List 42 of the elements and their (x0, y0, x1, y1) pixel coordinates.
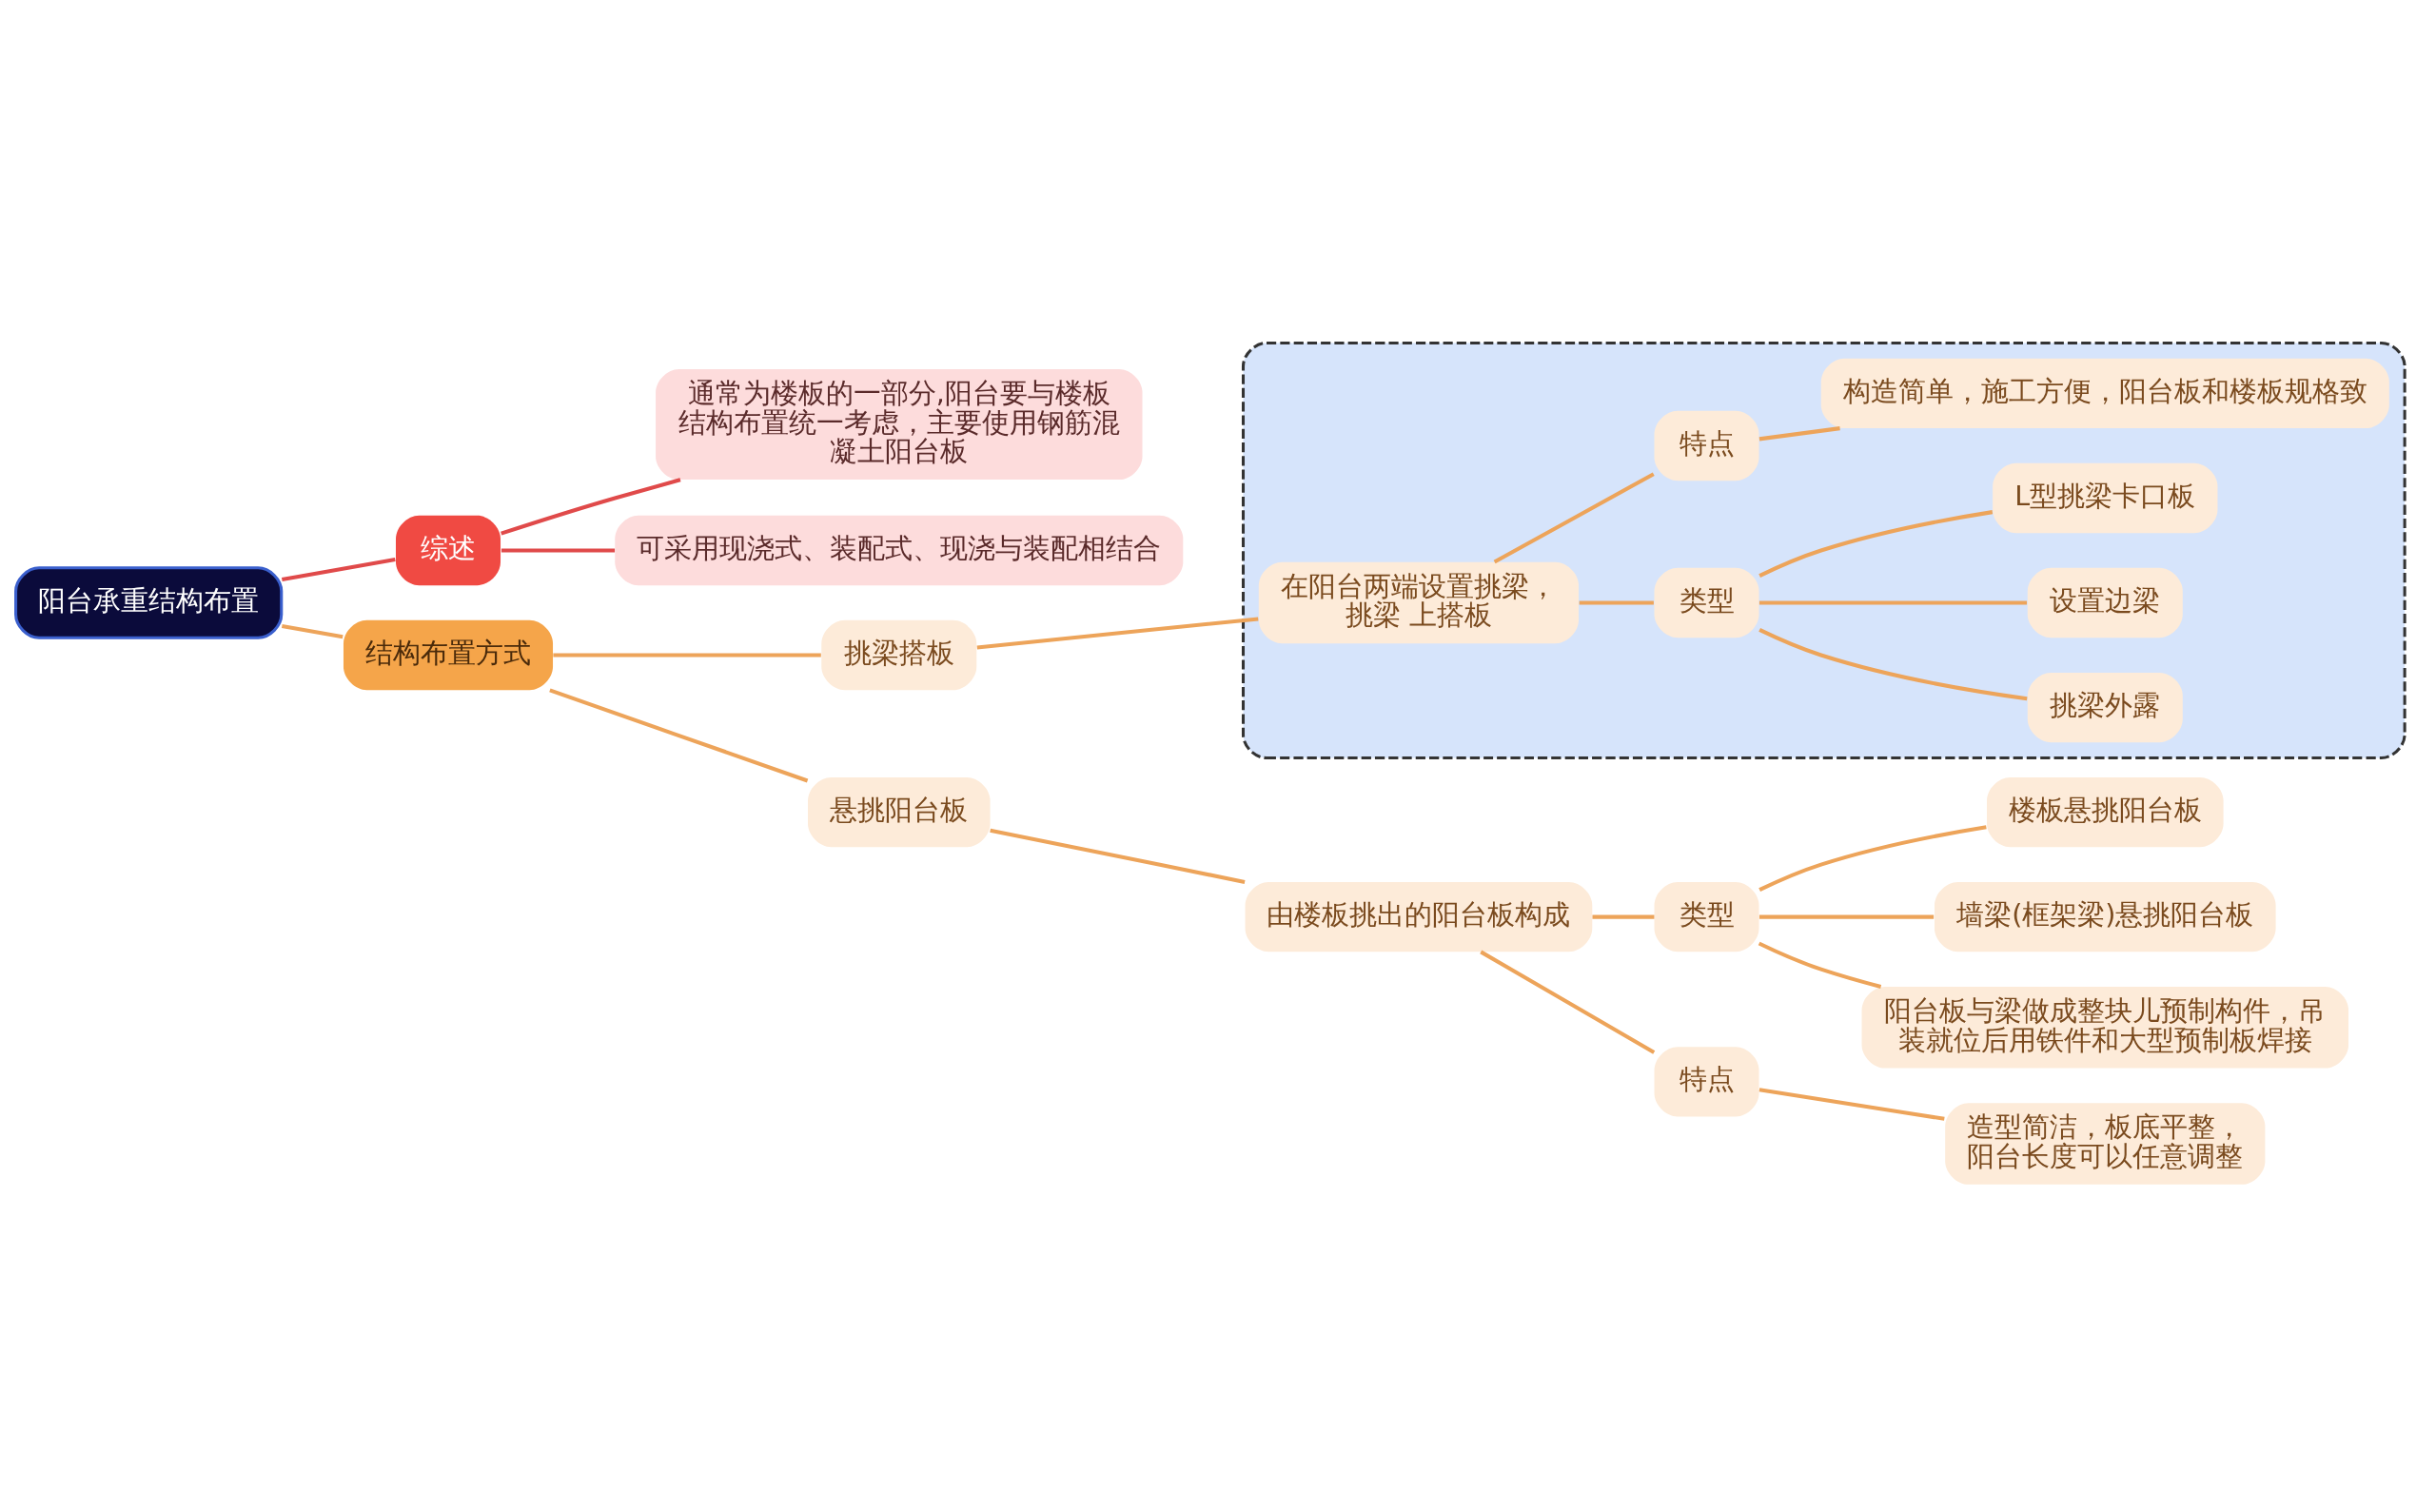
connector (1758, 600, 2028, 605)
node-box: 悬挑阳台板 (808, 776, 991, 848)
connector (501, 548, 616, 553)
node-box: L型挑梁卡口板 (1993, 462, 2218, 534)
node-box: 阳台承重结构布置 (14, 566, 284, 639)
node-box: 通常为楼板的一部分,阳台要与楼板结构布置统一考虑，主要使用钢筋混凝土阳台板 (656, 368, 1143, 481)
node-box: 造型简洁，板底平整，阳台长度可以任意调整 (1945, 1103, 2266, 1185)
connector (1758, 914, 1935, 919)
node-box: 综述 (396, 515, 501, 586)
connector (1493, 472, 1655, 564)
node-box: 类型 (1654, 881, 1759, 952)
connector (1758, 1088, 1945, 1121)
node-box: 楼板悬挑阳台板 (1987, 776, 2224, 848)
connector (1758, 941, 1882, 989)
node-box: 在阳台两端设置挑梁，挑梁 上搭板 (1258, 561, 1580, 644)
node-box: 可采用现浇式、装配式、现浇与装配相结合 (615, 515, 1184, 586)
connector (1758, 426, 1840, 442)
node-box: 挑梁搭板 (821, 619, 977, 691)
connector (1592, 914, 1655, 919)
connector (1480, 950, 1656, 1054)
node-box: 构造简单，施工方便，阳台板和楼板规格致 (1820, 358, 2389, 429)
cluster (1241, 341, 2407, 760)
connector (990, 828, 1246, 884)
connector (281, 558, 396, 582)
node-box: 类型 (1654, 567, 1759, 638)
connector (1758, 825, 1987, 893)
node-box: 墙梁(框架梁)悬挑阳台板 (1934, 881, 2276, 952)
connector (1758, 510, 1994, 578)
connector (1758, 628, 2028, 701)
connector (501, 478, 681, 536)
connector (976, 617, 1259, 650)
node-box: 特点 (1654, 410, 1759, 481)
connector (549, 688, 809, 783)
node-box: 特点 (1654, 1047, 1759, 1117)
node-box: 由楼板挑出的阳台板构成 (1245, 881, 1593, 952)
node-box: 结构布置方式 (343, 619, 554, 691)
node-box: 阳台板与梁做成整块儿预制构件，吊装就位后用铁件和大型预制板焊接 (1861, 987, 2348, 1069)
node-box: 挑梁外露 (2027, 672, 2183, 743)
connector (1579, 600, 1654, 605)
connector (281, 623, 344, 639)
node-box: 设置边梁 (2027, 567, 2183, 638)
connector (553, 653, 821, 658)
